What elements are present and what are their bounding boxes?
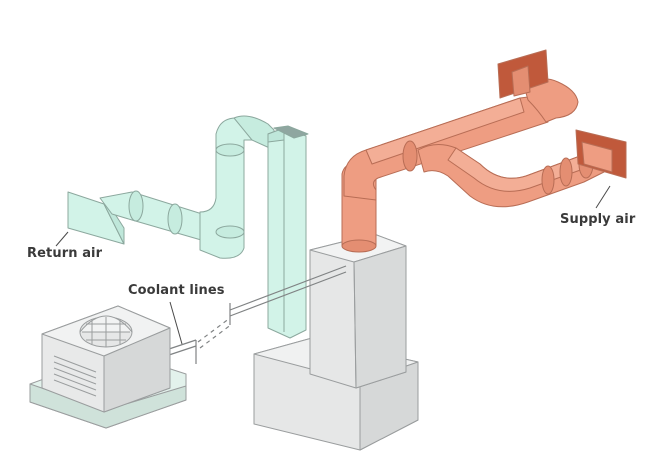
condenser-louvers — [53, 355, 97, 397]
outdoor-condenser-unit — [29, 305, 187, 429]
coolant-lines-label: Coolant lines — [128, 283, 225, 298]
return-riser — [267, 127, 307, 339]
air-handler-unit — [253, 233, 419, 451]
supply-duct — [341, 49, 627, 253]
coolant-pipes — [165, 265, 347, 364]
leader-lines — [55, 185, 611, 345]
supply-air-label: Supply air — [560, 212, 636, 227]
fan-grille-icon — [79, 315, 133, 348]
return-air-label: Return air — [27, 246, 103, 261]
return-duct — [67, 115, 309, 339]
